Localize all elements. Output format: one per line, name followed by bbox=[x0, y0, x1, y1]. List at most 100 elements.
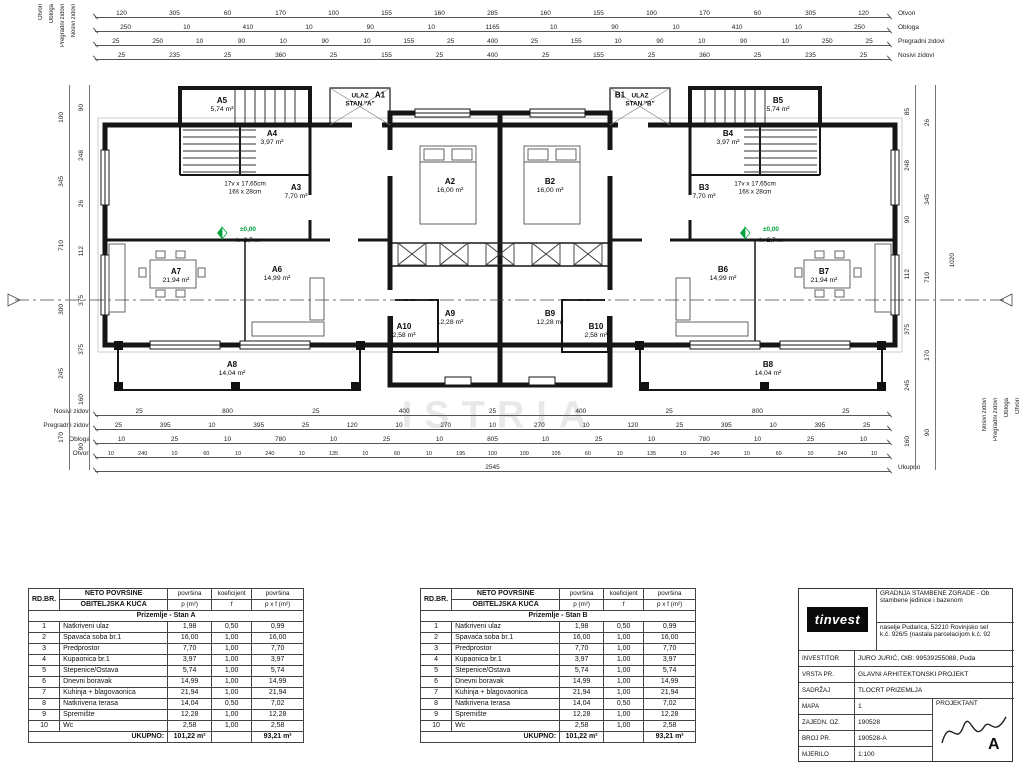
cell-povrsina-pxf: 7,70 bbox=[643, 643, 697, 655]
cell-rdbr: 6 bbox=[419, 676, 453, 688]
cell-total-empty bbox=[211, 731, 253, 743]
dim-value: 26 bbox=[78, 199, 86, 207]
col-header-neto: NETO POVRŠINE bbox=[451, 588, 561, 600]
cell-povrsina-pxf: 7,70 bbox=[251, 643, 305, 655]
cell-room-name: Kuhinja + blagovaonica bbox=[59, 687, 169, 699]
vrsta-value: GLAVNI ARHITEKTONSKI PROJEKT bbox=[855, 667, 1014, 683]
dim-value: 248 bbox=[78, 150, 86, 162]
cell-rdbr: 5 bbox=[419, 665, 453, 677]
dim-value: 400 bbox=[575, 407, 587, 415]
watermark: ISTRIA bbox=[401, 394, 599, 437]
room-area: 14,99 m² bbox=[263, 274, 291, 282]
cell-total-label: UKUPNO: bbox=[419, 731, 561, 743]
dim-value: 25 bbox=[863, 421, 871, 429]
room-id: A9 bbox=[444, 308, 456, 318]
cell-povrsina: 14,99 bbox=[167, 676, 213, 688]
dim-value: 25 bbox=[865, 37, 873, 45]
cell-koeficijent: 0,50 bbox=[211, 621, 253, 633]
room-id: B9 bbox=[544, 308, 556, 318]
dim-value: 90 bbox=[321, 37, 329, 45]
dim-value: 360 bbox=[275, 51, 286, 59]
dim-value: 120 bbox=[858, 9, 869, 17]
dim-value: 395 bbox=[253, 421, 265, 429]
dim-value: 400 bbox=[487, 37, 498, 45]
logo-text: tinvest bbox=[806, 607, 869, 632]
stairs-group bbox=[183, 90, 817, 173]
cell-povrsina-pxf: 2,58 bbox=[643, 720, 697, 732]
dim-value: 112 bbox=[904, 268, 912, 280]
table-row: 6 Dnevni boravak 14,99 1,00 14,99 bbox=[27, 676, 305, 688]
cell-povrsina-pxf: 14,99 bbox=[643, 676, 697, 688]
cell-povrsina-pxf: 21,94 bbox=[251, 687, 305, 699]
cell-povrsina: 1,98 bbox=[167, 621, 213, 633]
dim-value: 710 bbox=[58, 239, 66, 251]
cell-povrsina-pxf: 16,00 bbox=[643, 632, 697, 644]
dim-value: 375 bbox=[78, 294, 86, 306]
dim-value: 10 bbox=[672, 23, 680, 31]
entrance-b-line2: STAN "B" bbox=[625, 100, 655, 107]
dim-value: 85 bbox=[904, 107, 912, 115]
dim-label-otvori-right: Otvori bbox=[1015, 398, 1021, 415]
entrance-b-line1: ULAZ bbox=[631, 92, 649, 100]
table-row: 3 Predprostor 7,70 1,00 7,70 bbox=[419, 643, 697, 655]
sadrzaj-label: SADRŽAJ bbox=[799, 683, 855, 699]
room-area: 5,74 m² bbox=[210, 105, 234, 113]
dim-label-pregradni-bottom: Pregradni zidovi bbox=[43, 422, 90, 429]
dim-value: 25 bbox=[806, 435, 815, 443]
company-logo: tinvest d.o.o. bbox=[802, 590, 873, 649]
cell-povrsina-pxf: 5,74 bbox=[251, 665, 305, 677]
dim-value: 25 bbox=[223, 51, 232, 59]
sadrzaj-value: TLOCRT PRIZEMLJA bbox=[855, 683, 1014, 699]
dim-value: 25 bbox=[859, 51, 868, 59]
cell-room-name: Spavaća soba br.1 bbox=[59, 632, 169, 644]
dim-value: 170 bbox=[699, 9, 710, 17]
cell-povrsina: 14,04 bbox=[559, 698, 605, 710]
dim-chain-bottom-ukupno: 2545 bbox=[95, 460, 890, 472]
height-note-b: h=2,7 m bbox=[759, 237, 783, 245]
cell-povrsina: 21,94 bbox=[167, 687, 213, 699]
dim-value: 10 bbox=[171, 450, 178, 457]
dim-value: 300 bbox=[58, 304, 66, 315]
col-header-pxf: p x f (m²) bbox=[251, 599, 305, 611]
room-id: A7 bbox=[170, 266, 182, 276]
dim-value: 170 bbox=[924, 350, 932, 362]
dim-value: 10 bbox=[614, 37, 622, 45]
cell-koeficijent: 1,00 bbox=[603, 665, 645, 677]
room-id: A8 bbox=[226, 359, 238, 369]
dim-value: 100 bbox=[487, 450, 498, 457]
cell-room-name: Natkriveni ulaz bbox=[59, 621, 169, 633]
cell-room-name: Stepenice/Ostava bbox=[59, 665, 169, 677]
dim-value: 60 bbox=[394, 450, 401, 457]
title-block: tinvest d.o.o. GRADNJA STAMBENE ZGRADE -… bbox=[798, 588, 1014, 762]
cell-koeficijent: 1,00 bbox=[211, 654, 253, 666]
room-id: B8 bbox=[762, 359, 774, 369]
cell-room-name: Natkrivena terasa bbox=[451, 698, 561, 710]
cell-povrsina: 12,28 bbox=[167, 709, 213, 721]
cell-povrsina-pxf: 16,00 bbox=[251, 632, 305, 644]
cell-room-name: Dnevni boravak bbox=[59, 676, 169, 688]
col-header-neto: NETO POVRŠINE bbox=[59, 588, 169, 600]
dim-value: 105 bbox=[551, 450, 561, 457]
dim-value: 25 bbox=[447, 37, 455, 45]
cell-koeficijent: 1,00 bbox=[211, 632, 253, 644]
dim-value: 25 bbox=[675, 421, 684, 429]
dim-value: 10 bbox=[753, 435, 762, 443]
dim-column-right-total: 1020 bbox=[946, 110, 960, 410]
cell-room-name: Kupaonica br.1 bbox=[59, 654, 169, 666]
dim-value: 10 bbox=[680, 450, 687, 457]
cell-koeficijent: 1,00 bbox=[603, 676, 645, 688]
broj-pr-label: BROJ PR. bbox=[799, 731, 855, 747]
room-area: 7,70 m² bbox=[284, 192, 308, 200]
col-header-koeficijent: koeficijent bbox=[603, 588, 645, 600]
table-row: 2 Spavaća soba br.1 16,00 1,00 16,00 bbox=[27, 632, 305, 644]
cell-room-name: Stepenice/Ostava bbox=[451, 665, 561, 677]
